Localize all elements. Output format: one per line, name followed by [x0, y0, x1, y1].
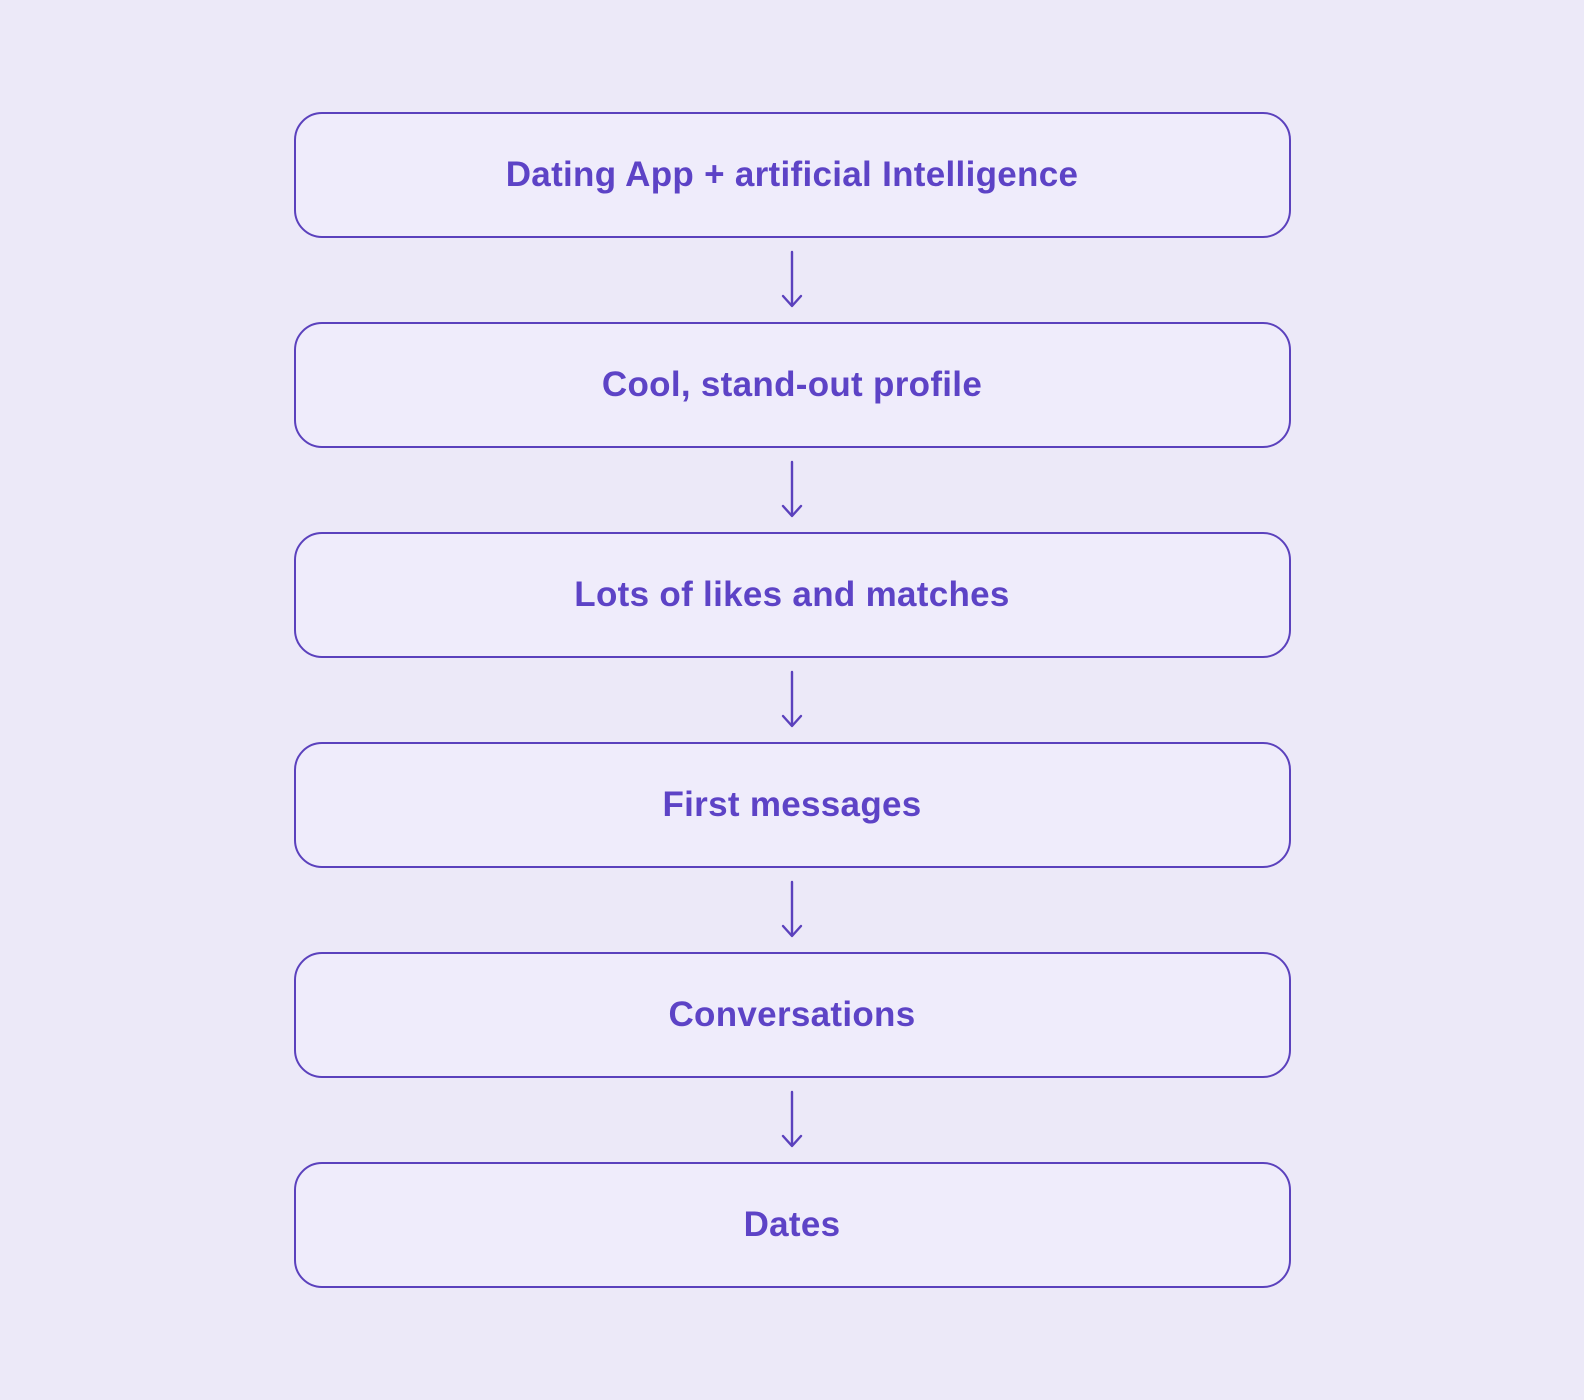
arrow-down-icon	[779, 658, 805, 742]
flow-node-first-messages: First messages	[293, 742, 1291, 868]
flow-node-label: Dates	[743, 1205, 841, 1244]
flow-node-label: Lots of likes and matches	[574, 575, 1010, 614]
flow-node-label: Conversations	[668, 995, 916, 1034]
arrow-down-icon	[779, 238, 805, 322]
flow-node-label: Cool, stand-out profile	[601, 365, 983, 404]
flow-node-likes-matches: Lots of likes and matches	[293, 532, 1291, 658]
arrow-down-icon	[779, 868, 805, 952]
flow-node-dates: Dates	[293, 1162, 1291, 1288]
flow-node-label: First messages	[662, 785, 922, 824]
arrow-down-icon	[779, 1078, 805, 1162]
flow-node-profile: Cool, stand-out profile	[293, 322, 1291, 448]
flow-node-label: Dating App + artificial Intelligence	[505, 155, 1079, 194]
flow-node-conversations: Conversations	[293, 952, 1291, 1078]
arrow-down-icon	[779, 448, 805, 532]
flow-node-dating-app-ai: Dating App + artificial Intelligence	[293, 112, 1291, 238]
